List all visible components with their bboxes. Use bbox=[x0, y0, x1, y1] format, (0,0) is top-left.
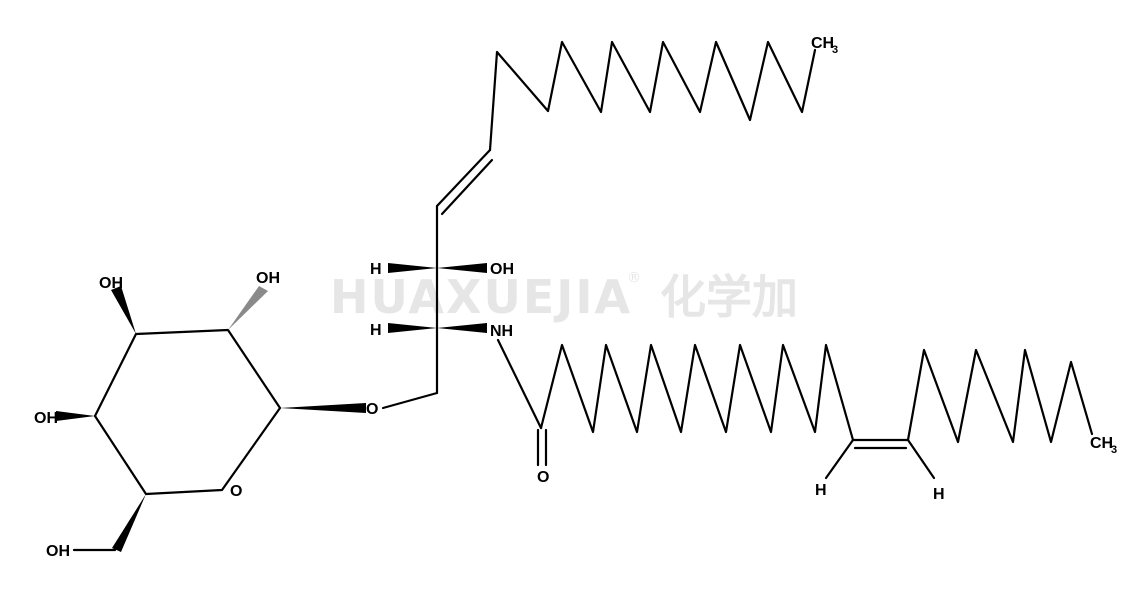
hash-oh-top-right bbox=[228, 286, 268, 330]
watermark: HUAXUEJIA ® 化学加 bbox=[330, 270, 798, 324]
stereo-wedges bbox=[388, 263, 487, 333]
label-o-ring: O bbox=[230, 483, 242, 500]
trans-alkene-bond bbox=[435, 148, 492, 208]
label-o-carbonyl: O bbox=[537, 469, 549, 486]
watermark-registered-mark: ® bbox=[627, 270, 641, 286]
atom-labels: CH 3 H OH H NH O O O OH OH OH OH CH 3 H … bbox=[34, 35, 1117, 560]
label-h-diol: H bbox=[370, 261, 382, 278]
label-oh-sugar-ch2: OH bbox=[46, 543, 70, 560]
label-oh-sugar-top-right: OH bbox=[256, 270, 280, 287]
n-carbonyl-bond bbox=[496, 338, 543, 430]
label-oh-sugar-left: OH bbox=[34, 410, 58, 427]
glucopyranose-ring bbox=[56, 286, 366, 552]
label-h-amino: H bbox=[370, 322, 382, 339]
label-o-glycosidic: O bbox=[366, 401, 378, 418]
terminal-alkyl-zigzag bbox=[906, 348, 1094, 444]
label-ch3-top-sub: 3 bbox=[832, 44, 838, 56]
watermark-cjk: 化学加 bbox=[660, 270, 798, 324]
label-oh-sugar-top-left: OH bbox=[99, 275, 123, 292]
wedge-oh-left bbox=[56, 411, 95, 421]
wedge-nh-amino bbox=[437, 323, 487, 333]
wedge-ch2oh bbox=[112, 494, 146, 552]
alkene-h-left-bond bbox=[824, 438, 855, 480]
wedge-oh-top-left bbox=[111, 286, 136, 334]
alkene-h-right-bond bbox=[906, 438, 936, 480]
label-h-alkene-left: H bbox=[815, 482, 827, 499]
label-ch3-right-sub: 3 bbox=[1111, 444, 1117, 456]
acyl-chain bbox=[496, 338, 1094, 480]
sphingoid-chain bbox=[381, 40, 817, 410]
trans-alkene-second-bond bbox=[440, 158, 494, 216]
label-h-alkene-right: H bbox=[933, 486, 945, 503]
wedge-h-diol bbox=[388, 263, 437, 273]
wedge-anomeric-o bbox=[280, 403, 366, 413]
ring-bonds bbox=[93, 328, 282, 496]
wedge-oh-diol bbox=[437, 263, 487, 273]
watermark-latin: HUAXUEJIA bbox=[330, 270, 632, 324]
label-nh: NH bbox=[490, 323, 513, 340]
label-ch3-right: CH bbox=[1090, 435, 1113, 452]
ch2-o-bond bbox=[381, 391, 439, 410]
wedge-h-amino bbox=[388, 323, 437, 333]
label-oh-diol: OH bbox=[490, 261, 514, 278]
acyl-alkyl-zigzag bbox=[539, 343, 855, 442]
sphingoid-alkyl-zigzag bbox=[488, 40, 817, 152]
label-ch3-top: CH bbox=[811, 35, 834, 52]
